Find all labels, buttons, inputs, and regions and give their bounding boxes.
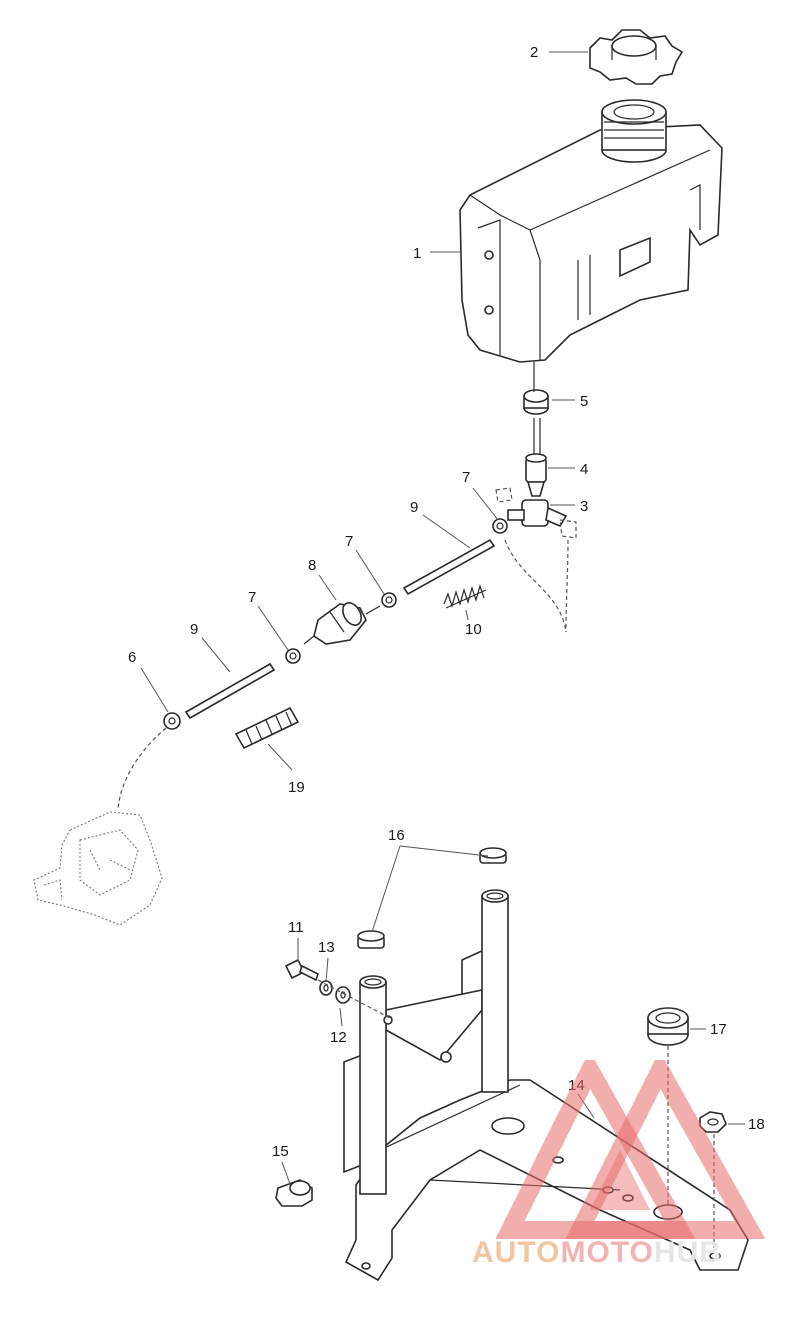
callout-18: 18	[748, 1116, 765, 1133]
rubber-grommet	[647, 1007, 689, 1046]
callout-9-low: 9	[190, 621, 198, 638]
callout-11: 11	[288, 919, 304, 936]
watermark-auto: AUTO	[472, 1236, 561, 1269]
spring-10	[443, 583, 487, 609]
callout-2: 2	[530, 44, 538, 61]
shutoff-valve	[495, 487, 577, 539]
spring-19	[234, 706, 300, 750]
callout-3: 3	[580, 498, 588, 515]
callout-10: 10	[465, 621, 482, 638]
callout-4: 4	[580, 461, 588, 478]
watermark-moto: MOTO	[560, 1236, 654, 1269]
callout-19: 19	[288, 779, 305, 796]
tank-fitting	[525, 453, 547, 497]
lock-washer	[319, 980, 333, 996]
fuel-filter	[303, 602, 381, 645]
fuel-hose	[184, 538, 496, 720]
automotohub-logo	[495, 1060, 766, 1239]
callout-5: 5	[580, 393, 588, 410]
callout-8: 8	[308, 557, 316, 574]
leader-lines	[140, 51, 745, 1185]
watermark-hub: HUB	[653, 1236, 722, 1269]
callout-9-top: 9	[410, 499, 418, 516]
hose-clamp	[163, 518, 508, 730]
callout-12: 12	[330, 1029, 347, 1046]
carburetor-phantom	[33, 811, 163, 926]
callout-7-mid: 7	[345, 533, 353, 550]
fuel-tank	[459, 99, 723, 363]
callout-15: 16	[388, 827, 405, 844]
routing-line	[504, 539, 567, 633]
callout-13: 13	[318, 939, 335, 956]
callout-17: 15	[272, 1143, 289, 1160]
callout-6: 6	[128, 649, 136, 666]
feed-tube	[533, 418, 541, 455]
callout-16: 17	[710, 1021, 727, 1038]
tank-grommet	[523, 389, 549, 415]
callout-7-top: 7	[462, 469, 470, 486]
flat-washer	[335, 986, 351, 1004]
callout-7-low: 7	[248, 589, 256, 606]
fuel-cap	[589, 29, 684, 85]
bolt	[284, 958, 319, 982]
callout-1: 1	[413, 245, 421, 262]
cable-clip	[275, 1179, 313, 1207]
watermark-text: AUTOMOTOHUB	[472, 1236, 722, 1270]
